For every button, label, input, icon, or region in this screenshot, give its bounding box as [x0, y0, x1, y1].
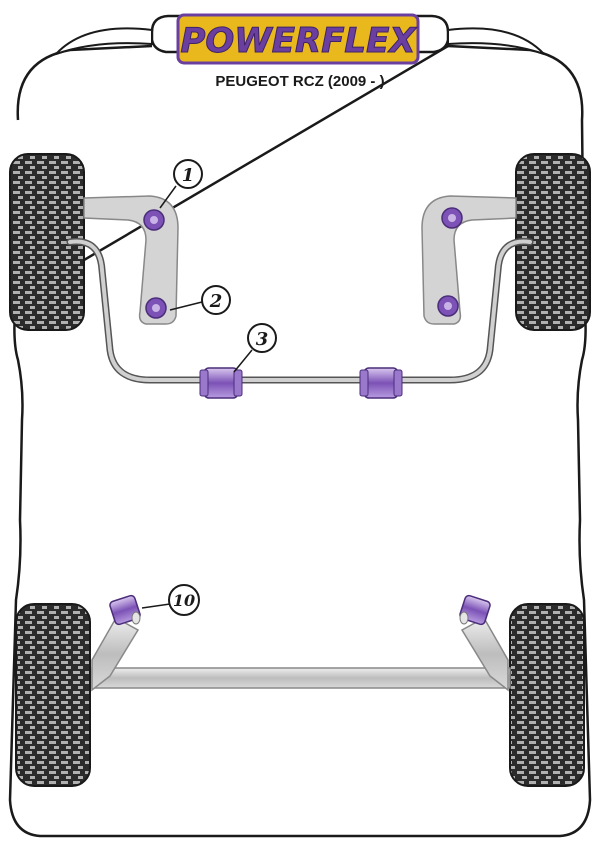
rear-left-tyre — [15, 603, 91, 787]
svg-text:3: 3 — [256, 329, 269, 350]
powerflex-logo: POWERFLEX — [176, 13, 420, 65]
callout-1: 1 — [159, 159, 203, 209]
bush-3-anti-roll-bar-left — [199, 367, 243, 399]
front-right-wishbone — [421, 195, 517, 325]
brand-logo-text: POWERFLEX — [180, 21, 417, 61]
svg-text:1: 1 — [182, 165, 195, 186]
bush-10-rear-beam-left — [109, 594, 141, 626]
front-left-wishbone — [83, 195, 179, 325]
front-anti-roll-bar — [66, 238, 534, 384]
bush-anti-roll-bar-right — [359, 367, 403, 399]
callout-10: 10 — [141, 584, 200, 616]
callout-2: 2 — [169, 285, 231, 315]
callout-3: 3 — [233, 323, 277, 373]
svg-text:2: 2 — [209, 291, 223, 312]
vehicle-model-title: PEUGEOT RCZ (2009 - ) — [215, 73, 384, 90]
svg-text:10: 10 — [173, 591, 195, 610]
car-body-outline — [8, 14, 592, 838]
rear-torsion-beam — [91, 616, 511, 692]
bush-rear-beam-right — [459, 594, 491, 626]
rear-right-tyre — [509, 603, 585, 787]
